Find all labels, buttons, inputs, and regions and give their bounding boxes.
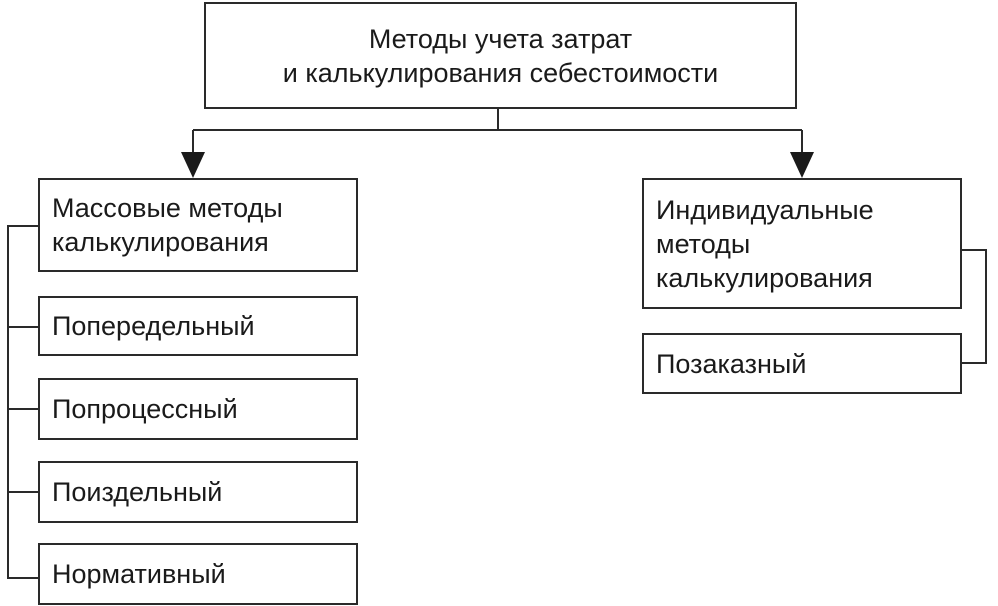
individual-item-label: Позаказный: [656, 348, 807, 379]
mass-item-label: Поиздельный: [52, 477, 223, 507]
mass-item-label: Попроцессный: [52, 394, 238, 424]
mass-item-box: Поиздельный: [38, 461, 358, 523]
mass-methods-box: Массовые методы калькулирования: [38, 178, 358, 272]
arrow-right-icon: [790, 152, 814, 178]
individual-methods-title: Индивидуальные методы калькулирования: [656, 194, 874, 293]
individual-methods-box: Индивидуальные методы калькулирования: [642, 178, 962, 309]
mass-item-box: Попроцессный: [38, 378, 358, 440]
individual-bracket-line: [960, 249, 987, 364]
arrow-left-icon: [181, 152, 205, 178]
mass-item-label: Нормативный: [52, 559, 226, 589]
mass-item-box: Нормативный: [38, 543, 358, 605]
individual-item-box: Позаказный: [642, 333, 962, 394]
mass-bracket-line: [7, 225, 38, 579]
mass-item-box: Попередельный: [38, 296, 358, 356]
root-title: Методы учета затрат и калькулирования се…: [282, 23, 719, 88]
mass-methods-title: Массовые методы калькулирования: [52, 193, 283, 257]
mass-item-label: Попередельный: [52, 311, 255, 341]
root-box: Методы учета затрат и калькулирования се…: [204, 2, 797, 109]
